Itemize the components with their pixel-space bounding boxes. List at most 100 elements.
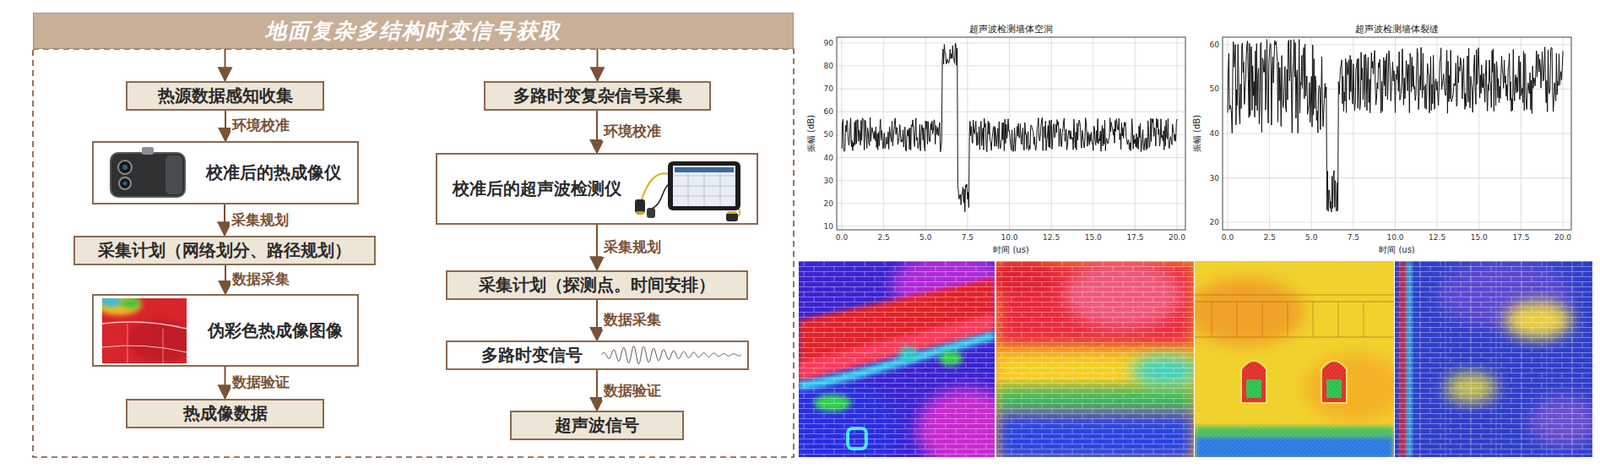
ultrasonic-device-picture-part bbox=[667, 161, 741, 211]
axis-tick: 2.5 bbox=[877, 233, 890, 242]
node-text: 多路时变信号 bbox=[481, 343, 583, 367]
edge-label: 采集规划 bbox=[602, 237, 663, 257]
axis-tick: 15.0 bbox=[1084, 233, 1102, 242]
node-text: 热成像数据 bbox=[183, 401, 268, 425]
result-box: 热成像数据 bbox=[125, 398, 325, 429]
axis-tick: 30 bbox=[824, 176, 834, 185]
connector-arrow bbox=[596, 110, 598, 154]
axis-tick: 60 bbox=[824, 107, 834, 116]
axis-tick: 5.0 bbox=[919, 233, 932, 242]
axis-label: 时间 (us) bbox=[992, 244, 1030, 256]
axis-tick: 2.5 bbox=[1263, 233, 1275, 242]
thermal-images-part-part bbox=[996, 260, 1194, 457]
thermal-camera-picture-part bbox=[165, 155, 183, 195]
edge-label: 数据采集 bbox=[230, 269, 292, 289]
grid-line bbox=[1222, 133, 1572, 135]
axis-tick: 10.0 bbox=[1000, 233, 1018, 242]
grid-line bbox=[836, 179, 1186, 181]
grid-line bbox=[836, 65, 1186, 66]
process-box: 采集计划（探测点。时间安排） bbox=[445, 270, 749, 300]
grid-line bbox=[1176, 37, 1178, 230]
axis-tick: 20.0 bbox=[1554, 233, 1572, 242]
axis-tick: 20 bbox=[824, 199, 834, 208]
axis-tick: 10 bbox=[824, 222, 834, 231]
axis-tick: 7.5 bbox=[1347, 233, 1360, 242]
node-text: 校准后的超声波检测仪 bbox=[452, 177, 622, 201]
axis-tick: 12.5 bbox=[1042, 233, 1060, 242]
axis-tick: 10.0 bbox=[1386, 233, 1404, 242]
axis-tick: 12.5 bbox=[1428, 233, 1446, 242]
signal-box: 多路时变信号 bbox=[445, 340, 749, 370]
plot-area bbox=[1222, 37, 1572, 230]
thermal-images-part-part bbox=[798, 260, 995, 457]
thermal-camera-picture-part bbox=[110, 152, 185, 197]
thermal-images-part bbox=[764, 252, 1019, 474]
node-text: 多路时变复杂信号采集 bbox=[513, 84, 683, 108]
grid-line bbox=[966, 37, 968, 230]
axis-tick: 5.0 bbox=[1305, 233, 1318, 242]
node-text: 伪彩色热成像图像 bbox=[207, 319, 343, 342]
axis-tick: 15.0 bbox=[1470, 233, 1488, 242]
thermal-images-part bbox=[987, 259, 1199, 462]
false-color-thumbnail-part-part bbox=[127, 319, 196, 362]
false-color-thumbnail-part-part bbox=[120, 298, 142, 309]
axis-tick: 0.0 bbox=[1221, 233, 1234, 242]
signal-trace bbox=[1227, 39, 1563, 212]
ultrasonic-device-picture bbox=[634, 161, 741, 222]
thermal-images-part-part bbox=[1194, 260, 1394, 457]
node-text: 校准后的热成像仪 bbox=[206, 161, 342, 185]
process-box: 热源数据感知收集 bbox=[125, 81, 325, 111]
thermal-camera-picture-part bbox=[123, 181, 128, 186]
thermal-images-part-part bbox=[1394, 260, 1593, 457]
connector-arrow bbox=[596, 299, 598, 342]
thermal-camera-picture-part bbox=[122, 164, 128, 170]
plot-frame bbox=[1222, 37, 1572, 230]
node-text: 地面复杂多结构时变信号获取 bbox=[265, 16, 562, 45]
grid-line bbox=[1134, 37, 1136, 230]
thermal-images-part-part bbox=[1194, 260, 1394, 457]
waveform-sketch-part bbox=[601, 346, 742, 364]
axis-tick: 20 bbox=[1209, 217, 1220, 227]
axis-tick: 90 bbox=[824, 38, 834, 48]
waveform-sketch bbox=[601, 346, 742, 364]
ultrasonic-device-picture-part bbox=[646, 207, 656, 218]
grid-line bbox=[1222, 88, 1572, 90]
signal-trace bbox=[841, 43, 1177, 212]
edge-label: 环境校准 bbox=[230, 115, 292, 136]
axis-label: 振幅 (dB) bbox=[1191, 114, 1204, 152]
grid-line bbox=[836, 202, 1186, 204]
false-color-thumbnail-part-part bbox=[127, 323, 163, 364]
axis-tick: 40 bbox=[1209, 129, 1220, 138]
grid-line bbox=[1311, 37, 1313, 230]
node-text: 热源数据感知收集 bbox=[157, 84, 293, 108]
chart-title: 超声波检测墙体空洞 bbox=[969, 22, 1053, 36]
ultrasonic-device-picture-part bbox=[672, 165, 736, 207]
result-box: 超声波信号 bbox=[509, 410, 684, 440]
false-color-thumbnail-part-part bbox=[98, 296, 123, 307]
grid-line bbox=[836, 225, 1186, 227]
connector-arrow bbox=[224, 366, 227, 399]
connector-arrow bbox=[224, 48, 227, 82]
edge-label: 数据采集 bbox=[602, 309, 663, 330]
grid-line bbox=[1226, 37, 1228, 230]
thermal-camera-picture bbox=[110, 146, 185, 197]
thermal-camera-picture-part bbox=[141, 146, 154, 155]
grid-line bbox=[1437, 37, 1438, 230]
connector-arrow bbox=[224, 110, 227, 142]
device-box: 校准后的超声波检测仪 bbox=[435, 152, 759, 225]
axis-label: 振幅 (dB) bbox=[805, 114, 818, 152]
ultrasonic-device-picture-part bbox=[636, 211, 644, 215]
connector-arrow bbox=[596, 48, 599, 82]
device-box: 校准后的热成像仪 bbox=[92, 141, 359, 205]
ultrasonic-device-picture-part bbox=[634, 199, 646, 213]
plot-frame bbox=[836, 37, 1186, 230]
thermal-images-part-part bbox=[798, 260, 995, 457]
connector-arrow bbox=[223, 204, 226, 236]
dashed-frame bbox=[32, 48, 794, 457]
edge-label: 环境校准 bbox=[602, 121, 663, 142]
axis-tick: 50 bbox=[1209, 84, 1220, 93]
title-band: 地面复杂多结构时变信号获取 bbox=[32, 12, 794, 49]
node-text: 采集计划（网络划分、路径规划） bbox=[97, 238, 352, 262]
thermal-camera-picture-part bbox=[118, 160, 132, 174]
chart-title: 超声波检测墙体裂缝 bbox=[1355, 22, 1439, 36]
